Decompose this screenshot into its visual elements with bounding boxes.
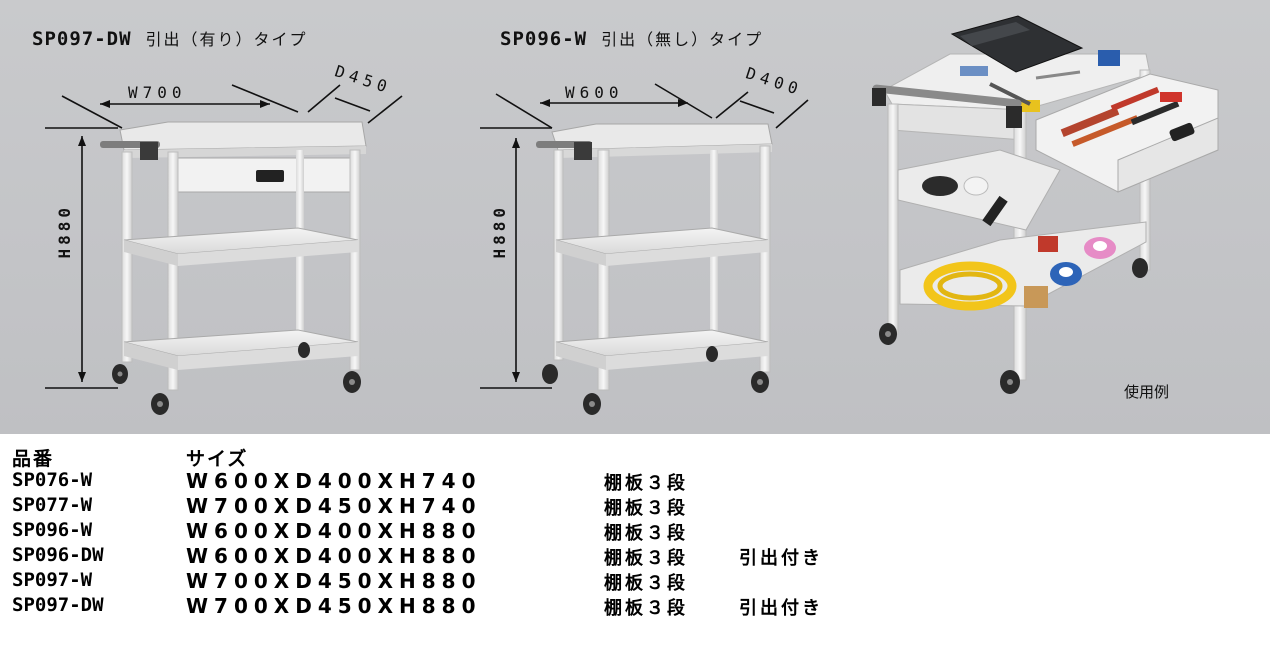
row-model: SP077-W bbox=[12, 494, 93, 516]
left-cart-type: 引出（有り）タイプ bbox=[145, 30, 308, 49]
row-model: SP097-DW bbox=[12, 594, 104, 616]
table-row: SP077-W W700XD450XH740 棚板３段 bbox=[12, 494, 1012, 519]
cart-with-drawer bbox=[45, 84, 403, 415]
dimension-lines-left bbox=[45, 84, 403, 389]
dimension-arrowheads-left bbox=[78, 100, 270, 382]
row-shelves: 棚板３段 bbox=[604, 548, 688, 569]
table-row: SP096-DW W600XD400XH880 棚板３段 引出付き bbox=[12, 544, 1012, 569]
middle-cart-model: SP096-W bbox=[500, 28, 588, 50]
row-note: 引出付き bbox=[739, 598, 823, 619]
row-note: 引出付き bbox=[739, 548, 823, 569]
middle-height-label: H880 bbox=[490, 204, 509, 259]
table-header: 品番 サイズ bbox=[12, 444, 1012, 470]
row-shelves: 棚板３段 bbox=[604, 523, 688, 544]
cart-illustrations bbox=[45, 15, 1219, 415]
row-shelves: 棚板３段 bbox=[604, 598, 688, 619]
row-size: W600XD400XH880 bbox=[186, 519, 482, 543]
left-width-label: W700 bbox=[128, 83, 187, 102]
table-row: SP096-W W600XD400XH880 棚板３段 bbox=[12, 519, 1012, 544]
left-cart-heading: SP097-DW 引出（有り）タイプ bbox=[32, 26, 308, 50]
usage-example-photo bbox=[872, 15, 1219, 394]
usage-example-label: 使用例 bbox=[1124, 383, 1170, 401]
header-size: サイズ bbox=[186, 448, 249, 470]
left-cart-model: SP097-DW bbox=[32, 28, 132, 50]
row-model: SP096-W bbox=[12, 519, 93, 541]
row-size: W700XD450XH880 bbox=[186, 594, 482, 618]
cart-without-drawer bbox=[480, 83, 809, 415]
row-size: W700XD450XH740 bbox=[186, 494, 482, 518]
row-shelves: 棚板３段 bbox=[604, 498, 688, 519]
middle-cart-heading: SP096-W 引出（無し）タイプ bbox=[500, 26, 763, 50]
table-row: SP076-W W600XD400XH740 棚板３段 bbox=[12, 469, 1012, 494]
table-row: SP097-W W700XD450XH880 棚板３段 bbox=[12, 569, 1012, 594]
row-size: W600XD400XH740 bbox=[186, 469, 482, 493]
dimension-lines-middle bbox=[480, 83, 809, 389]
row-size: W700XD450XH880 bbox=[186, 569, 482, 593]
row-shelves: 棚板３段 bbox=[604, 473, 688, 494]
row-size: W600XD400XH880 bbox=[186, 544, 482, 568]
left-height-label: H880 bbox=[55, 204, 74, 259]
table-row: SP097-DW W700XD450XH880 棚板３段 引出付き bbox=[12, 594, 1012, 619]
row-shelves: 棚板３段 bbox=[604, 573, 688, 594]
spec-table: 品番 サイズ SP076-W W600XD400XH740 棚板３段 SP077… bbox=[12, 444, 1012, 619]
middle-width-label: W600 bbox=[565, 83, 624, 102]
header-model: 品番 bbox=[12, 448, 55, 470]
row-model: SP097-W bbox=[12, 569, 93, 591]
middle-cart-type: 引出（無し）タイプ bbox=[601, 30, 764, 49]
row-model: SP076-W bbox=[12, 469, 93, 491]
dimension-arrowheads-middle bbox=[512, 99, 688, 382]
row-model: SP096-DW bbox=[12, 544, 104, 566]
